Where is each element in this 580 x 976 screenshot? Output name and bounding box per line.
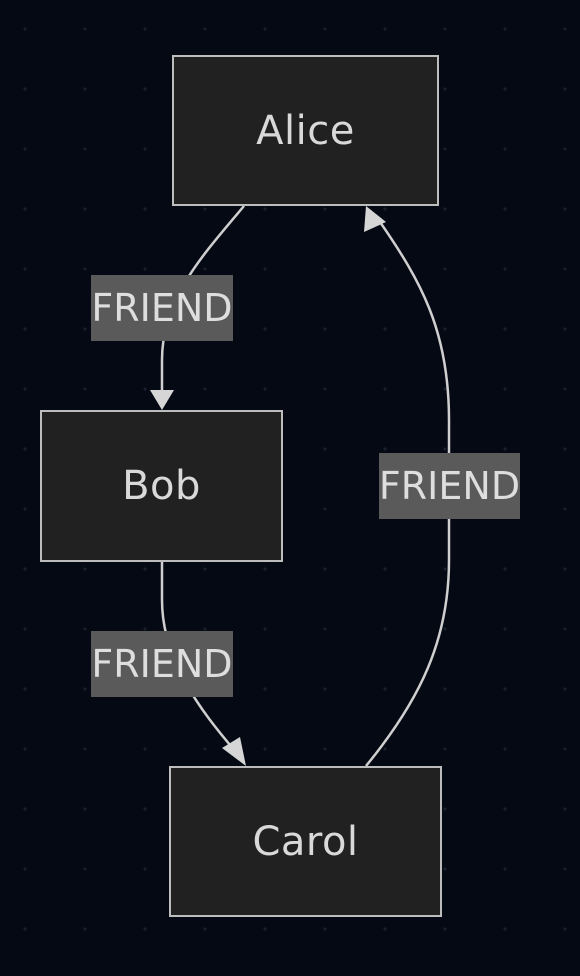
node-carol-label: Carol	[252, 818, 359, 865]
node-alice[interactable]: Alice	[172, 55, 439, 206]
edge-alice-bob-arrowhead	[150, 390, 174, 410]
node-alice-label: Alice	[256, 107, 355, 154]
node-bob[interactable]: Bob	[40, 410, 283, 562]
edge-label-bob-carol: FRIEND	[91, 631, 233, 697]
node-carol[interactable]: Carol	[169, 766, 442, 917]
edge-label-carol-alice: FRIEND	[379, 453, 520, 519]
edge-label-alice-bob: FRIEND	[91, 275, 233, 341]
edge-bob-carol-arrowhead	[222, 737, 246, 766]
edge-carol-alice	[365, 221, 451, 767]
node-bob-label: Bob	[122, 463, 201, 509]
edge-carol-alice-arrowhead	[364, 206, 386, 232]
